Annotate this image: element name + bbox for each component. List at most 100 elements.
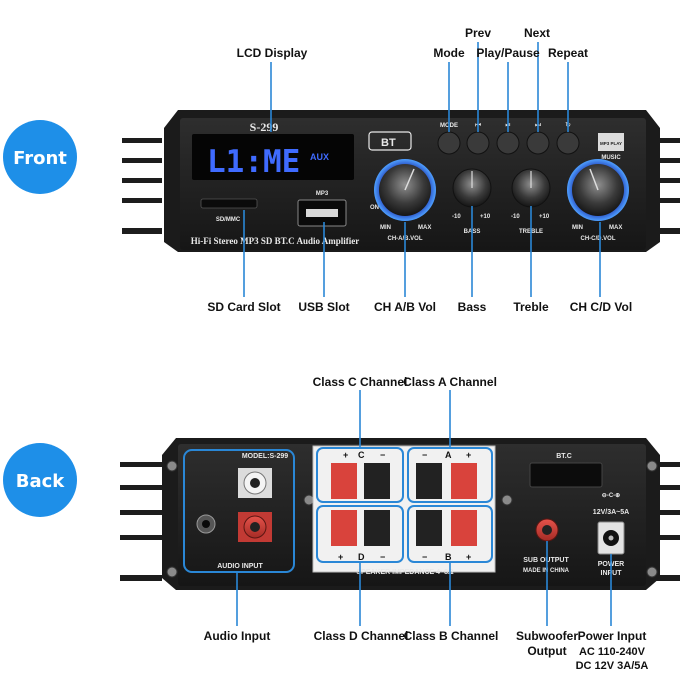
ch-c-plus: + [343,450,348,460]
sd-card-slot[interactable] [200,198,258,209]
bt-badge-text: BT [381,137,396,149]
callout-class-d: Class D Channel [314,629,409,643]
back-model-label: MODEL:S-299 [242,453,288,460]
callout-lcd-display: LCD Display [237,46,308,60]
callout-class-b: Class B Channel [404,629,499,643]
callout-power-ac: AC 110-240V [579,646,646,658]
callout-bass: Bass [458,300,487,314]
dc-rating-label: 12V/3A~5A [593,509,629,516]
power-input-jack[interactable] [597,521,625,555]
ch-cd-max-label: MAX [609,225,622,231]
bt-c-small-label: BT.C [556,453,572,460]
mp3-play-badge-text: MP3 PLAY [600,141,622,146]
callout-subwoofer-1: Subwoofer [516,629,578,643]
screw [166,460,178,472]
callout-next: Next [524,26,550,40]
rca-input-red[interactable] [238,512,272,542]
speaker-impedance-label: SPEAKER IMPEDANCE 4~8Ω [356,569,454,576]
terminal-d-minus[interactable] [364,510,390,546]
front-tag-label: Front [13,148,67,169]
callout-play-pause: Play/Pause [476,46,540,60]
ch-d-letter: D [358,552,365,562]
subwoofer-output-jack[interactable] [535,518,559,542]
ch-ab-max-label: MAX [418,225,431,231]
sd-slot-label: SD/MMC [216,217,241,223]
bass-knob[interactable] [452,168,492,208]
power-on-label: ON [370,205,379,211]
bass-plus-label: +10 [480,214,491,220]
front-strip-text: Hi-Fi Stereo MP3 SD BT.C Audio Amplifier [191,236,359,246]
screw [646,460,658,472]
ch-c-minus: − [380,450,385,460]
mp3-music-badge [598,133,624,151]
terminal-c-plus[interactable] [331,463,357,499]
callout-prev: Prev [465,26,491,40]
repeat-button[interactable] [556,131,580,155]
front-tag: Front [3,120,77,194]
callout-subwoofer-2: Output [527,644,566,658]
music-badge-text: MUSIC [601,155,621,161]
callout-class-c: Class C Channel [313,375,408,389]
callout-sd-card-slot: SD Card Slot [207,300,280,314]
terminal-c-minus[interactable] [364,463,390,499]
ch-a-letter: A [445,450,452,460]
terminal-a-minus[interactable] [416,463,442,499]
ch-cd-min-label: MIN [572,225,583,231]
back-heatsink-fins-right [642,462,680,581]
ch-b-letter: B [445,552,452,562]
callout-repeat: Repeat [548,46,588,60]
callout-ch-ab-vol: CH A/B Vol [374,300,436,314]
ch-d-minus: − [380,552,385,562]
callout-power-dc: DC 12V 3A/5A [576,660,649,672]
back-amplifier: MODEL:S-299 AUDIO INPUT + C − − A + [120,438,680,590]
ch-ab-min-label: MIN [380,225,391,231]
next-button[interactable] [526,131,550,155]
front-heatsink-fins-left [122,138,162,234]
bt-c-module [529,462,603,488]
play-pause-button[interactable] [496,131,520,155]
ch-cd-vol-small: CH-C/D.VOL [581,236,616,242]
lcd-aux-indicator: AUX [310,152,329,162]
ch-b-minus: − [422,552,427,562]
treble-knob[interactable] [511,168,551,208]
bass-minus-label: -10 [452,214,461,220]
terminal-d-plus[interactable] [331,510,357,546]
back-callout-labels: Class C Channel Class A Channel Audio In… [204,375,649,672]
back-heatsink-fins-left [120,462,162,581]
dc-polarity-glyph: ⊖-C-⊕ [602,493,620,499]
front-amplifier: S-299 L1:ME AUX SD/MMC MP3 ON BT MODE ⏮ … [122,110,680,252]
ch-a-plus: + [466,450,471,460]
treble-plus-label: +10 [539,214,550,220]
treble-minus-label: -10 [511,214,520,220]
usb-port-inner [306,209,338,217]
screw [166,566,178,578]
ch-c-letter: C [358,450,365,460]
back-tag: Back [3,443,77,517]
screw [501,494,513,506]
callout-mode: Mode [433,46,465,60]
callout-ch-cd-vol: CH C/D Vol [570,300,632,314]
callout-usb-slot: USB Slot [298,300,349,314]
prev-button[interactable] [466,131,490,155]
bt-badge [368,131,412,151]
lcd-display [192,134,354,180]
back-tag-label: Back [16,471,66,492]
mode-button[interactable] [437,131,461,155]
audio-input-highlight [183,449,295,573]
front-callout-lines [243,42,601,297]
terminal-b-plus[interactable] [451,510,477,546]
terminal-b-minus[interactable] [416,510,442,546]
screw [646,566,658,578]
ch-ab-volume-knob[interactable] [374,159,436,221]
rca-input-white[interactable] [238,468,272,498]
terminal-a-plus[interactable] [451,463,477,499]
aux-3-5mm-jack[interactable] [196,514,216,534]
front-model-label: S-299 [250,120,279,134]
callout-class-a: Class A Channel [403,375,497,389]
audio-input-small-label: AUDIO INPUT [217,563,263,570]
callout-audio-input: Audio Input [204,629,271,643]
back-callout-lines [236,390,612,626]
ch-cd-volume-knob[interactable] [567,159,629,221]
front-callout-labels: LCD Display Mode Prev Play/Pause Next Re… [207,26,632,314]
